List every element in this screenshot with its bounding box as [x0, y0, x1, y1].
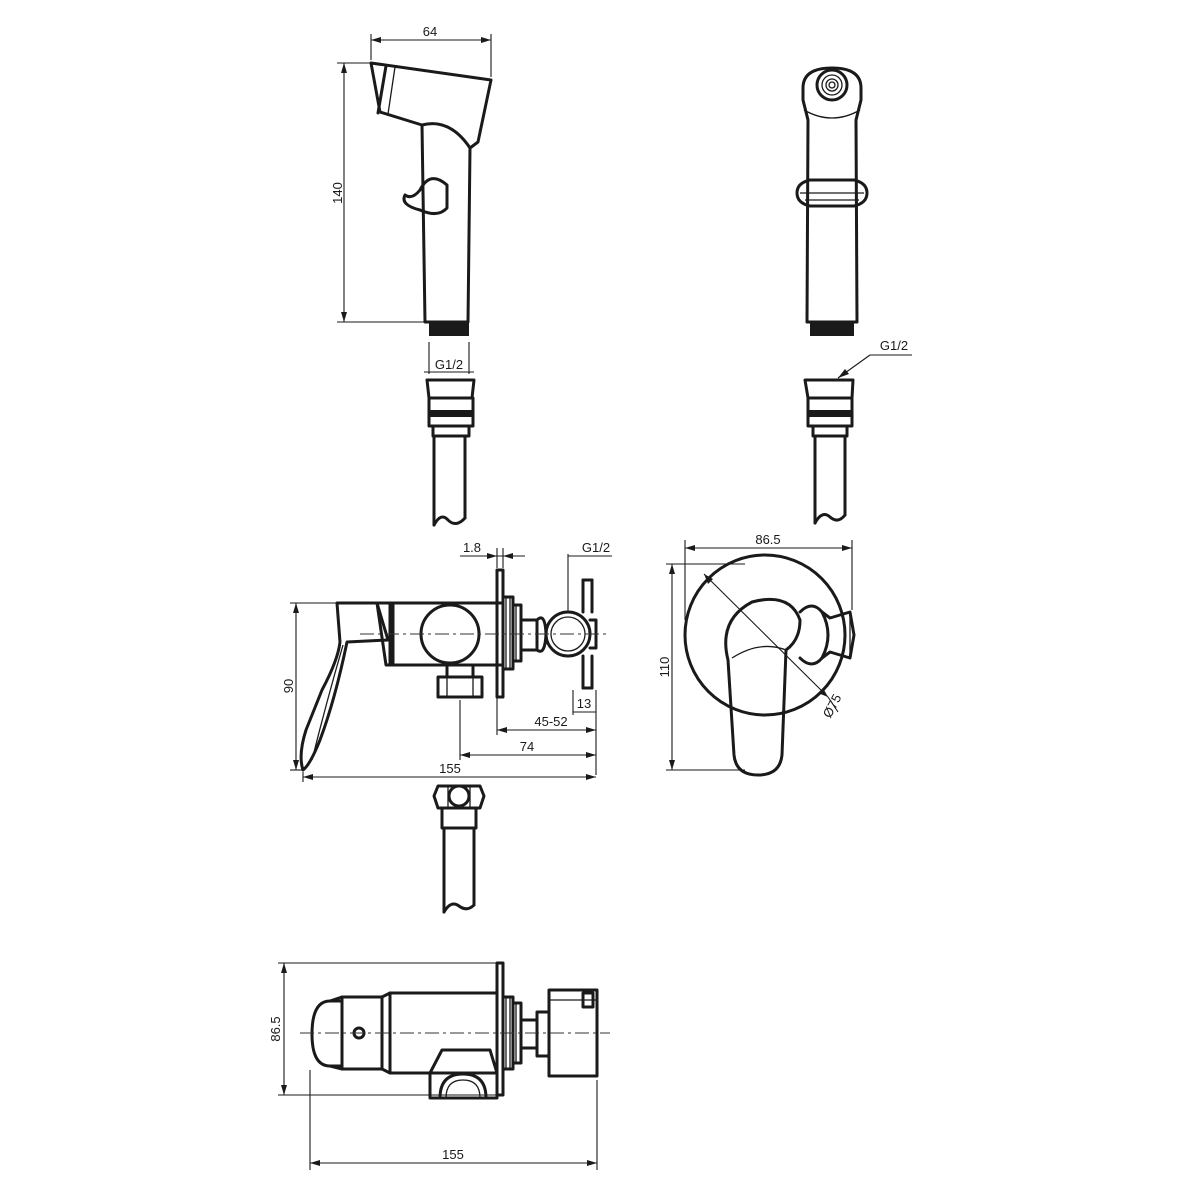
spray-thread-fill [429, 322, 469, 336]
dim-plate-diameter: Ø75 [820, 692, 845, 721]
dim-spray-width: 64 [423, 24, 437, 39]
dim-wall-depth: 45-52 [534, 714, 567, 729]
spray-side-view [337, 34, 493, 527]
plate-front-view [666, 540, 856, 777]
dim-spray-thread-side: G1/2 [435, 357, 463, 372]
dim-body-height: 90 [281, 679, 296, 693]
dim-body-length-side: 155 [439, 761, 461, 776]
dim-body-length-top: 155 [442, 1147, 464, 1162]
dim-outlet-depth: 74 [520, 739, 534, 754]
dim-outlet-offset: 13 [577, 696, 591, 711]
dim-outlet-thread: G1/2 [582, 540, 610, 555]
dim-plate-width: 86.5 [755, 532, 780, 547]
dim-top-height: 86.5 [268, 1016, 283, 1041]
hose-nut-detail [432, 784, 486, 914]
spray-front-view [795, 66, 912, 525]
mixer-side-view [290, 548, 612, 782]
mixer-top-view [278, 961, 610, 1170]
dim-plate-thickness: 1.8 [463, 540, 481, 555]
dim-plate-height: 110 [657, 657, 672, 678]
dim-spray-thread-front: G1/2 [880, 338, 908, 353]
dim-spray-height: 140 [330, 182, 345, 204]
